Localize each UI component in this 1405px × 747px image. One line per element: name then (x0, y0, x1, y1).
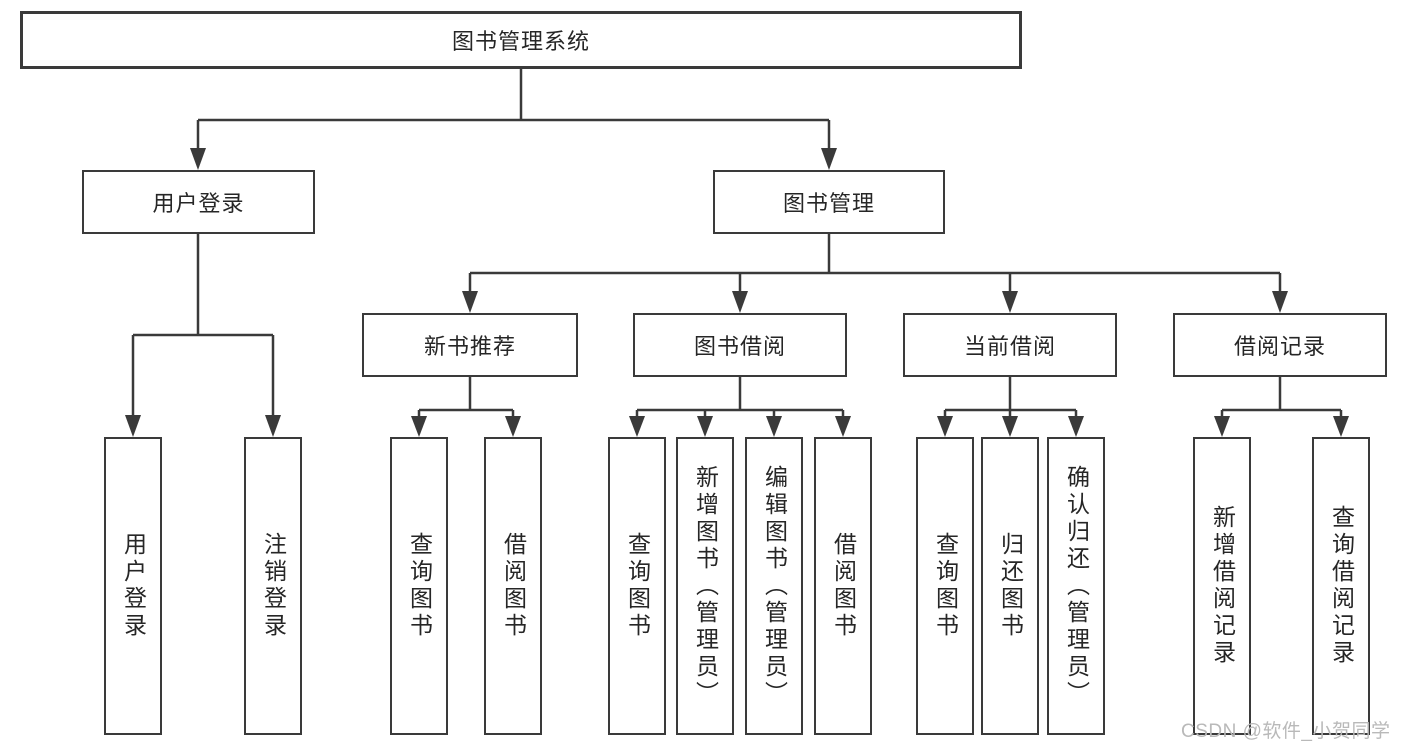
node-leaf-add-book-admin: 新增图书（管理员） (676, 437, 734, 735)
node-leaf-query-books-recommend-label: 查询图书 (406, 532, 433, 640)
node-leaf-edit-book-admin-label: 编辑图书（管理员） (761, 464, 788, 708)
node-borrow-records: 借阅记录 (1173, 313, 1387, 377)
connector-newbooks-to-children (411, 377, 521, 437)
node-current-borrowing: 当前借阅 (903, 313, 1117, 377)
node-leaf-add-borrow-record: 新增借阅记录 (1193, 437, 1251, 735)
node-leaf-query-books-current-label: 查询图书 (932, 532, 959, 640)
node-book-borrowing-label: 图书借阅 (693, 334, 786, 359)
node-leaf-return-books: 归还图书 (981, 437, 1039, 735)
node-leaf-return-books-label: 归还图书 (997, 532, 1024, 640)
node-leaf-borrow-books-borrowing-label: 借阅图书 (830, 532, 857, 640)
node-new-book-recommend: 新书推荐 (362, 313, 578, 377)
node-borrow-records-label: 借阅记录 (1233, 334, 1326, 359)
node-root: 图书管理系统 (20, 11, 1022, 69)
connector-records-to-children (1214, 377, 1349, 437)
node-leaf-user-login-label: 用户登录 (120, 532, 147, 640)
node-book-borrowing: 图书借阅 (633, 313, 847, 377)
node-leaf-edit-book-admin: 编辑图书（管理员） (745, 437, 803, 735)
connector-bookmgmt-to-level3 (462, 234, 1288, 313)
node-leaf-logout: 注销登录 (244, 437, 302, 735)
node-leaf-add-book-admin-label: 新增图书（管理员） (692, 464, 719, 708)
watermark: CSDN @软件_小贺同学 (1181, 721, 1391, 742)
node-leaf-borrow-books-recommend: 借阅图书 (484, 437, 542, 735)
node-leaf-query-borrow-record-label: 查询借阅记录 (1328, 505, 1355, 667)
node-user-login-label: 用户登录 (152, 191, 245, 216)
node-leaf-user-login: 用户登录 (104, 437, 162, 735)
node-leaf-query-borrow-record: 查询借阅记录 (1312, 437, 1370, 735)
node-leaf-query-books-borrowing: 查询图书 (608, 437, 666, 735)
node-new-book-recommend-label: 新书推荐 (423, 334, 516, 359)
node-book-management: 图书管理 (713, 170, 945, 234)
node-leaf-logout-label: 注销登录 (260, 532, 287, 640)
node-leaf-add-borrow-record-label: 新增借阅记录 (1209, 505, 1236, 667)
node-leaf-query-books-current: 查询图书 (916, 437, 974, 735)
node-root-label: 图书管理系统 (451, 29, 590, 54)
node-user-login: 用户登录 (82, 170, 315, 234)
connector-bookborrow-to-children (629, 377, 851, 437)
node-current-borrowing-label: 当前借阅 (963, 334, 1056, 359)
node-leaf-confirm-return-admin: 确认归还（管理员） (1047, 437, 1105, 735)
node-leaf-confirm-return-admin-label: 确认归还（管理员） (1063, 464, 1090, 708)
node-book-management-label: 图书管理 (782, 191, 875, 216)
node-leaf-query-books-recommend: 查询图书 (390, 437, 448, 735)
node-leaf-query-books-borrowing-label: 查询图书 (624, 532, 651, 640)
connector-currentborrow-to-children (937, 377, 1084, 437)
node-leaf-borrow-books-borrowing: 借阅图书 (814, 437, 872, 735)
connector-userlogin-to-children (125, 234, 281, 437)
node-leaf-borrow-books-recommend-label: 借阅图书 (500, 532, 527, 640)
connector-root-to-level2 (190, 69, 837, 170)
